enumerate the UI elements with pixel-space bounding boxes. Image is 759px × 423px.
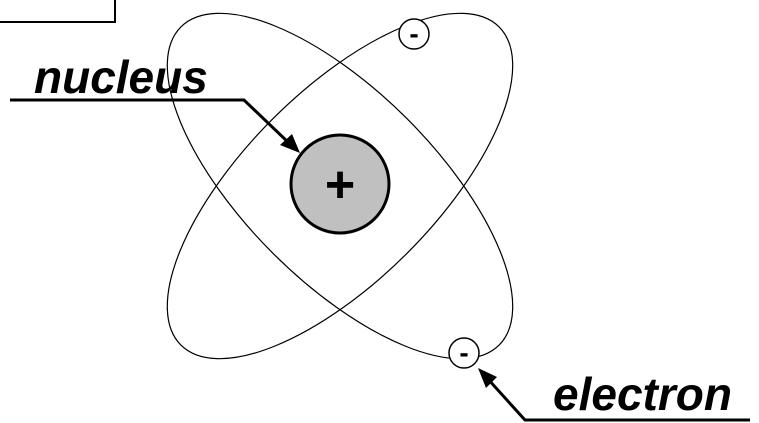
electron-top: - bbox=[399, 18, 429, 49]
nucleus: + bbox=[291, 135, 389, 233]
electron-bottom-charge-symbol: - bbox=[459, 337, 468, 368]
nucleus-label: nucleus bbox=[34, 51, 208, 103]
electron-bottom: - bbox=[449, 337, 479, 368]
corner-box bbox=[0, 0, 115, 22]
electron-label: electron bbox=[553, 368, 732, 420]
nucleus-charge-symbol: + bbox=[325, 156, 355, 214]
nucleus-leader-line bbox=[10, 100, 290, 144]
electron-top-charge-symbol: - bbox=[409, 18, 418, 49]
